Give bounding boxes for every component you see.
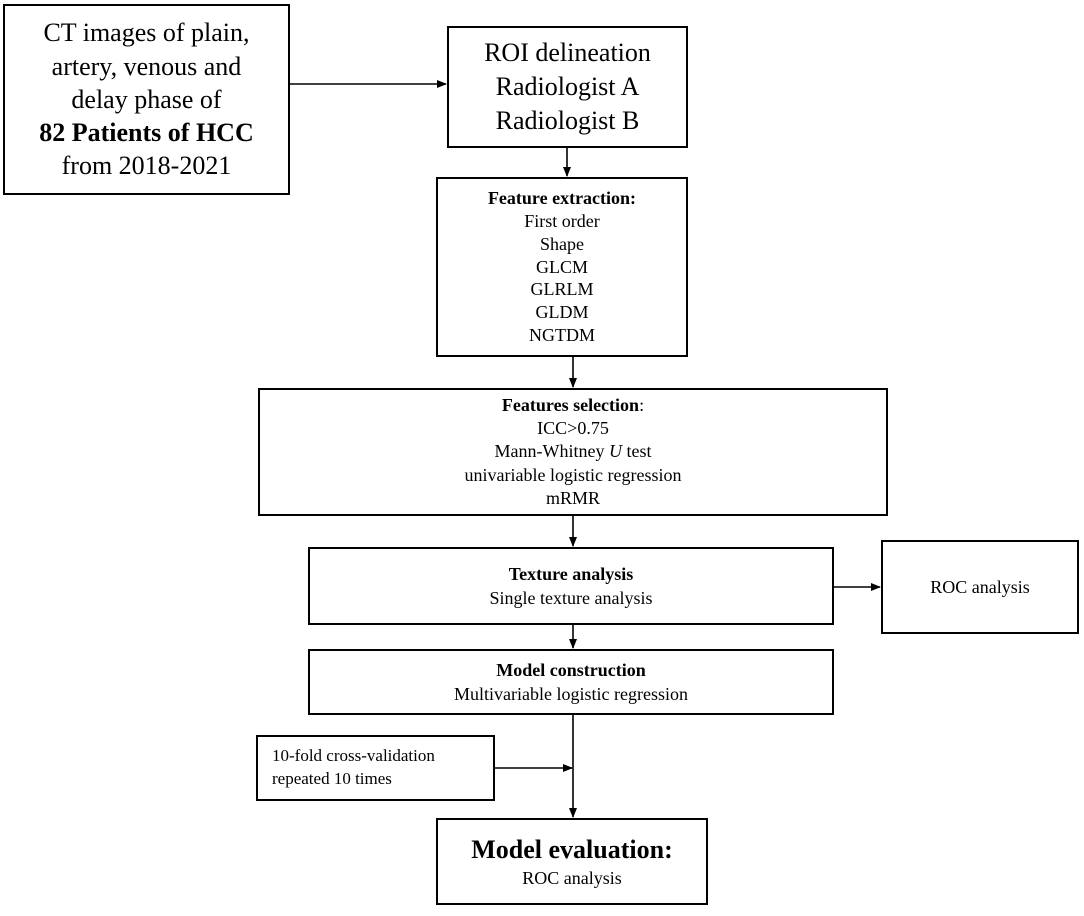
texture-analysis-title: Texture analysis (508, 563, 634, 584)
feature-extraction-item: GLRLM (530, 279, 594, 300)
texture-analysis-subtitle: Single texture analysis (489, 588, 653, 608)
cross-validation-line-1: 10-fold cross-validation (272, 746, 435, 766)
texture-analysis-box: Texture analysis Single texture analysis (308, 547, 834, 625)
model-construction-title: Model construction (496, 659, 646, 680)
roc-analysis-box: ROC analysis (881, 540, 1079, 634)
feature-extraction-item: GLDM (535, 302, 589, 323)
roi-line-1: ROI delineation (484, 38, 651, 68)
roc-analysis-label: ROC analysis (930, 576, 1030, 597)
ct-line-5: from 2018-2021 (61, 151, 232, 181)
ct-line-2: artery, venous and (51, 51, 242, 81)
mann-whitney-test: test (621, 441, 652, 462)
ct-line-1: CT images of plain, (43, 18, 250, 48)
feature-extraction-title: Feature extraction: (487, 187, 637, 208)
feature-selection-item-mann-whitney: Mann-Whitney U test (495, 440, 652, 463)
feature-selection-item-mrmr: mRMR (545, 488, 601, 509)
cross-validation-line-2: repeated 10 times (272, 769, 392, 788)
feature-extraction-item: GLCM (535, 256, 588, 277)
cross-validation-box: 10-fold cross-validation repeated 10 tim… (256, 735, 495, 801)
feature-selection-box: Features selection: ICC>0.75 Mann-Whitne… (258, 388, 888, 516)
feature-selection-item-univariable: univariable logistic regression (464, 464, 682, 485)
feature-selection-title-row: Features selection: (502, 394, 644, 417)
model-construction-subtitle: Multivariable logistic regression (454, 684, 688, 704)
model-evaluation-title: Model evaluation: (471, 834, 673, 864)
feature-extraction-item: NGTDM (529, 325, 595, 346)
model-evaluation-box: Model evaluation: ROC analysis (436, 818, 708, 905)
model-evaluation-subtitle: ROC analysis (522, 867, 622, 888)
model-construction-box: Model construction Multivariable logisti… (308, 649, 834, 715)
feature-extraction-box: Feature extraction: First order Shape GL… (436, 177, 688, 357)
feature-selection-title: Features selection (501, 394, 640, 415)
ct-line-3: delay phase of (71, 84, 222, 114)
ct-images-box: CT images of plain, artery, venous and d… (3, 4, 290, 195)
feature-selection-item-icc: ICC>0.75 (537, 417, 609, 438)
mann-whitney-text: Mann-Whitney (494, 441, 609, 462)
feature-extraction-item: Shape (540, 233, 584, 254)
ct-line-4: 82 Patients of HCC (39, 118, 254, 148)
roi-delineation-box: ROI delineation Radiologist A Radiologis… (447, 26, 688, 148)
feature-extraction-item: First order (524, 210, 600, 231)
mann-whitney-u: U (608, 441, 622, 462)
roi-line-2: Radiologist A (495, 72, 640, 102)
roi-line-3: Radiologist B (495, 105, 640, 135)
feature-selection-colon: : (639, 394, 645, 415)
